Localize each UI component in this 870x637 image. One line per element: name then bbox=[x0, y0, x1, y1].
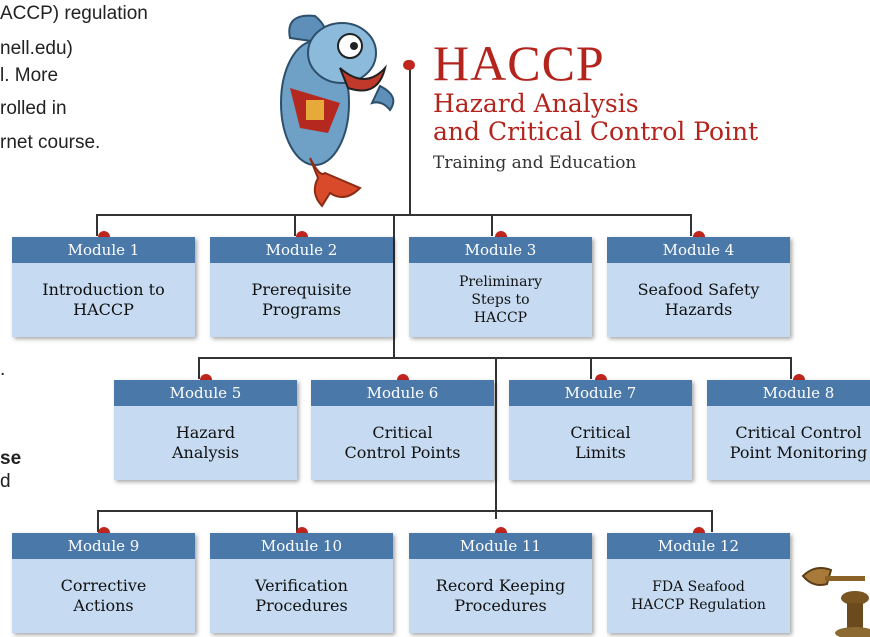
bg-text-line: rnet course. bbox=[0, 132, 101, 153]
bg-text-fragment: . bbox=[0, 359, 6, 380]
module-card-8[interactable]: Module 8 Critical Control Point Monitorin… bbox=[707, 380, 870, 480]
module-header: Module 1 bbox=[12, 237, 195, 263]
connector-line bbox=[495, 359, 497, 519]
page-subtitle: and Critical Control Point bbox=[433, 117, 759, 146]
connector-dot bbox=[793, 374, 805, 382]
connector-line bbox=[96, 214, 692, 216]
connector-dot bbox=[98, 231, 110, 239]
module-header: Module 6 bbox=[311, 380, 494, 406]
connector-line bbox=[711, 510, 713, 532]
connector-line bbox=[409, 64, 411, 216]
module-card-6[interactable]: Module 6 Critical Control Points bbox=[311, 380, 494, 480]
module-card-1[interactable]: Module 1 Introduction to HACCP bbox=[12, 237, 195, 337]
module-title: Record Keeping Procedures bbox=[435, 576, 566, 615]
bg-text-line: rolled in bbox=[0, 98, 67, 119]
module-header: Module 3 bbox=[409, 237, 592, 263]
connector-dot bbox=[403, 60, 415, 70]
module-header: Module 12 bbox=[607, 533, 790, 559]
connector-line bbox=[590, 357, 592, 379]
module-card-12[interactable]: Module 12 FDA Seafood HACCP Regulation bbox=[607, 533, 790, 633]
scales-icon bbox=[801, 567, 870, 637]
connector-line bbox=[97, 510, 99, 532]
connector-dot bbox=[296, 527, 308, 535]
module-card-10[interactable]: Module 10 Verification Procedures bbox=[210, 533, 393, 633]
connector-line bbox=[198, 357, 200, 379]
module-title: Prerequisite Programs bbox=[251, 280, 352, 319]
connector-line bbox=[97, 510, 713, 512]
connector-line bbox=[96, 214, 98, 236]
module-title: Critical Control Point Monitoring bbox=[729, 423, 868, 462]
bg-text-line: l. More bbox=[0, 65, 59, 86]
module-header: Module 7 bbox=[509, 380, 692, 406]
connector-line bbox=[491, 214, 493, 236]
module-card-4[interactable]: Module 4 Seafood Safety Hazards bbox=[607, 237, 790, 337]
page-subtitle: Hazard Analysis bbox=[433, 89, 639, 118]
module-title: Critical Limits bbox=[570, 423, 631, 462]
bg-text-line: ACCP) regulation bbox=[0, 3, 148, 24]
connector-dot bbox=[98, 527, 110, 535]
module-card-5[interactable]: Module 5 Hazard Analysis bbox=[114, 380, 297, 480]
connector-line bbox=[198, 357, 792, 359]
connector-line bbox=[690, 214, 692, 236]
module-header: Module 4 bbox=[607, 237, 790, 263]
module-title: Seafood Safety Hazards bbox=[637, 280, 760, 319]
module-card-3[interactable]: Module 3 Preliminary Steps to HACCP bbox=[409, 237, 592, 337]
connector-dot bbox=[693, 527, 705, 535]
module-title: Critical Control Points bbox=[344, 423, 461, 462]
module-header: Module 9 bbox=[12, 533, 195, 559]
connector-dot bbox=[595, 374, 607, 382]
connector-line bbox=[393, 216, 395, 358]
module-header: Module 5 bbox=[114, 380, 297, 406]
title-block: HACCP Hazard Analysis and Critical Contr… bbox=[433, 36, 758, 176]
connector-line bbox=[790, 357, 792, 379]
module-title: Preliminary Steps to HACCP bbox=[458, 274, 543, 326]
connector-line bbox=[294, 214, 296, 236]
page-title: HACCP bbox=[433, 35, 605, 91]
connector-dot bbox=[495, 527, 507, 535]
bg-text-fragment: se bbox=[0, 448, 22, 469]
module-card-9[interactable]: Module 9 Corrective Actions bbox=[12, 533, 195, 633]
module-title: FDA Seafood HACCP Regulation bbox=[631, 579, 766, 613]
connector-dot bbox=[495, 231, 507, 239]
module-card-2[interactable]: Module 2 Prerequisite Programs bbox=[210, 237, 393, 337]
connector-dot bbox=[200, 374, 212, 382]
connector-dot bbox=[296, 231, 308, 239]
module-header: Module 2 bbox=[210, 237, 393, 263]
module-title: Hazard Analysis bbox=[171, 423, 240, 462]
module-title: Verification Procedures bbox=[255, 576, 348, 615]
module-card-7[interactable]: Module 7 Critical Limits bbox=[509, 380, 692, 480]
module-title: Introduction to HACCP bbox=[42, 280, 165, 319]
bg-text-line: nell.edu) bbox=[0, 38, 73, 59]
fish-mascot-icon bbox=[280, 14, 395, 208]
module-card-11[interactable]: Module 11 Record Keeping Procedures bbox=[409, 533, 592, 633]
module-header: Module 10 bbox=[210, 533, 393, 559]
connector-dot bbox=[693, 231, 705, 239]
module-header: Module 11 bbox=[409, 533, 592, 559]
connector-dot bbox=[397, 374, 409, 382]
module-title: Corrective Actions bbox=[60, 576, 147, 615]
module-header: Module 8 bbox=[707, 380, 870, 406]
page-tagline: Training and Education bbox=[433, 153, 637, 173]
bg-text-fragment: d bbox=[0, 471, 11, 492]
connector-line bbox=[296, 510, 298, 532]
